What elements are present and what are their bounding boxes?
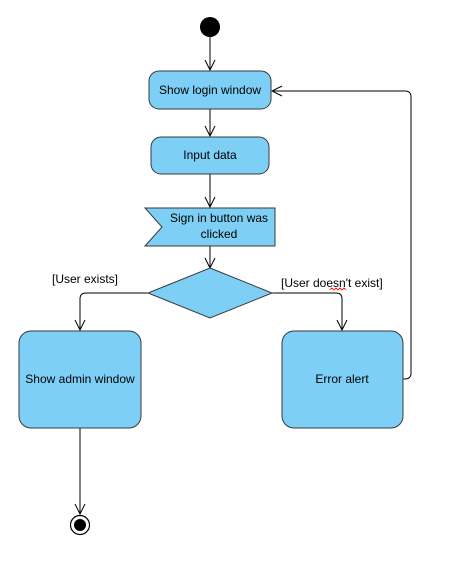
action-show-admin-window: [18, 330, 142, 429]
signal-sign-in-clicked: [143, 207, 276, 247]
decision-node: [146, 267, 274, 319]
guard-user-doesnt-exist-bg: [279, 275, 385, 290]
start-node: [200, 17, 220, 37]
guard-user-doesnt-exist: [User doesn't exist]: [281, 276, 383, 290]
spellcheck-underline-icon: [329, 287, 347, 291]
edge-decision-to-error: [272, 292, 342, 330]
edge-error-to-login: [272, 91, 412, 380]
guard-user-exists: [User exists]: [52, 272, 118, 286]
signal-sign-in-clicked-label-line2: clicked: [201, 227, 238, 241]
action-input-data-label: Input data: [183, 148, 237, 162]
action-error-alert-label: Error alert: [315, 372, 369, 386]
action-error-alert: [281, 330, 404, 429]
action-input-data: [150, 136, 270, 175]
action-show-login-window-label: Show login window: [159, 83, 261, 97]
signal-sign-in-clicked-label-line1: Sign in button was: [170, 211, 268, 225]
action-show-admin-window-label: Show admin window: [25, 372, 135, 386]
end-node: [69, 514, 91, 536]
action-show-login-window: [148, 70, 272, 110]
edge-decision-to-admin: [80, 292, 148, 330]
